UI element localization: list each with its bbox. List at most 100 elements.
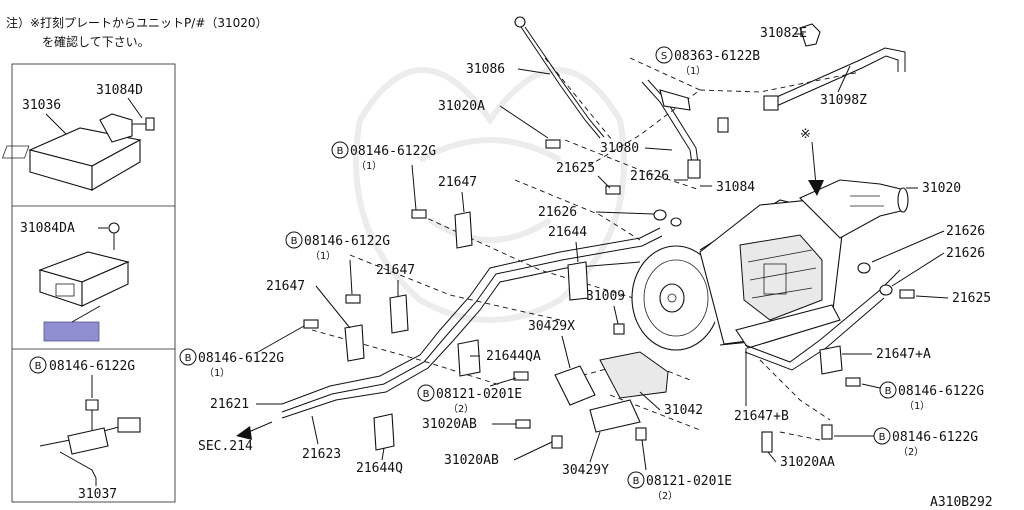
label-31080: 31080 [600, 141, 639, 156]
clip-31082E [799, 23, 821, 47]
bolt-icon [515, 419, 531, 429]
label-31020AA: 31020AA [780, 455, 835, 470]
bolt-icon [899, 289, 915, 299]
svg-text:B: B [337, 146, 344, 157]
label-31020A: 31020A [438, 99, 485, 114]
label-31036: 31036 [22, 98, 61, 113]
label-21644Q: 21644Q [356, 461, 403, 476]
label-31037: 31037 [78, 487, 117, 502]
label-31084D: 31084D [96, 83, 143, 98]
label-21644QA: 21644QA [486, 349, 541, 364]
label-31086: 31086 [466, 62, 505, 77]
drawing-id: A310B292 [930, 495, 993, 510]
hardware [303, 117, 915, 453]
qty-08146-d: （1） [904, 400, 930, 412]
svg-text:B: B [185, 353, 192, 364]
svg-text:B: B [291, 236, 298, 247]
label-21625-b: 21625 [952, 291, 991, 306]
svg-text:B: B [879, 432, 886, 443]
clip-21647 [454, 211, 473, 249]
label-21647-c: 21647 [266, 279, 305, 294]
label-21647-A: 21647+A [876, 347, 931, 362]
label-21626-b: 21626 [538, 205, 577, 220]
qty-08146-c: （1） [204, 367, 230, 379]
label-21626-a: 21626 [630, 169, 669, 184]
sensor-harness [39, 417, 141, 479]
label-31084DA: 31084DA [20, 221, 75, 236]
relay-unit-box [38, 251, 130, 307]
b-badge: B [873, 427, 891, 445]
svg-text:B: B [633, 476, 640, 487]
dashed-guides [311, 57, 861, 441]
bolt-icon [132, 117, 155, 131]
callouts: 31082E 31086 S 08363-6122B （1） 31098Z 31… [179, 26, 993, 510]
label-21626-d: 21626 [946, 246, 985, 261]
b-badge: B [285, 231, 303, 249]
label-08121-0201E-a: 08121-0201E [436, 387, 522, 402]
transmission-assembly [631, 179, 909, 351]
bracket-21644QA [457, 339, 481, 377]
bolt-icon [613, 323, 625, 335]
label-08146-6122G-d: 08146-6122G [898, 384, 984, 399]
qty-08146-a: （1） [356, 160, 382, 172]
bracket-30429Y [589, 399, 641, 433]
svg-text:B: B [35, 361, 42, 372]
bolt-icon [545, 139, 561, 149]
label-30429Y: 30429Y [562, 463, 609, 478]
label-08146-6122G-e: 08146-6122G [892, 430, 978, 445]
label-31084: 31084 [716, 180, 755, 195]
label-31020AB-a: 31020AB [422, 417, 477, 432]
b-badge: B [331, 141, 349, 159]
bolt-icon [605, 185, 621, 195]
b-badge: B [29, 356, 47, 374]
bolt-icon [761, 431, 773, 453]
inset-panel: 31084D 31036 31084DA [1, 63, 176, 503]
washer-icon [670, 217, 682, 227]
label-21626-c: 21626 [946, 224, 985, 239]
cooler-pipes [281, 227, 901, 419]
bolt-icon [635, 427, 647, 441]
cover-31042 [599, 351, 669, 399]
b-badge: B [627, 471, 645, 489]
b-badge: B [417, 384, 435, 402]
bolt-icon [821, 424, 833, 440]
svg-text:B: B [885, 386, 892, 397]
label-31042: 31042 [664, 403, 703, 418]
brackets [554, 351, 669, 433]
note-line-1: 注）※打刻プレートからユニットP/#（31020） [6, 15, 268, 30]
qty-08121-b: （2） [652, 490, 678, 502]
label-31098Z: 31098Z [820, 93, 867, 108]
label-31082E: 31082E [760, 26, 807, 41]
label-21647-a: 21647 [438, 175, 477, 190]
s-badge: S [655, 46, 673, 64]
label-21647-B: 21647+B [734, 409, 789, 424]
svg-text:S: S [661, 51, 667, 62]
bolt-icon [513, 371, 529, 381]
bracket-21644Q [373, 413, 395, 451]
clip-21647 [344, 324, 365, 362]
washer-icon [879, 284, 893, 296]
qty-08146-b: （1） [310, 250, 336, 262]
qty-08121-a: （2） [448, 403, 474, 415]
highlight-marker [43, 321, 100, 342]
label-21647-b: 21647 [376, 263, 415, 278]
label-08363-6122B: 08363-6122B [674, 49, 760, 64]
clip-21647 [389, 294, 409, 334]
label-31020AB-b: 31020AB [444, 453, 499, 468]
dipstick [514, 16, 605, 139]
clip-21647A [819, 345, 843, 375]
label-08146-6122G-b: 08146-6122G [304, 234, 390, 249]
bolt-icon [551, 435, 563, 449]
label-SEC214: SEC.214 [198, 439, 253, 454]
bracket-30429X [554, 365, 596, 406]
label-30429X: 30429X [528, 319, 575, 334]
pipe-clips [344, 211, 843, 451]
note-line-2: を確認して下さい。 [42, 34, 150, 49]
bolt-icon [717, 117, 729, 133]
label-08146-6122G-c: 08146-6122G [198, 351, 284, 366]
bracket-21644 [567, 261, 589, 301]
bolt-icon [845, 377, 861, 387]
qty-08363: （1） [680, 65, 706, 77]
star-marker: ※ [800, 127, 811, 142]
